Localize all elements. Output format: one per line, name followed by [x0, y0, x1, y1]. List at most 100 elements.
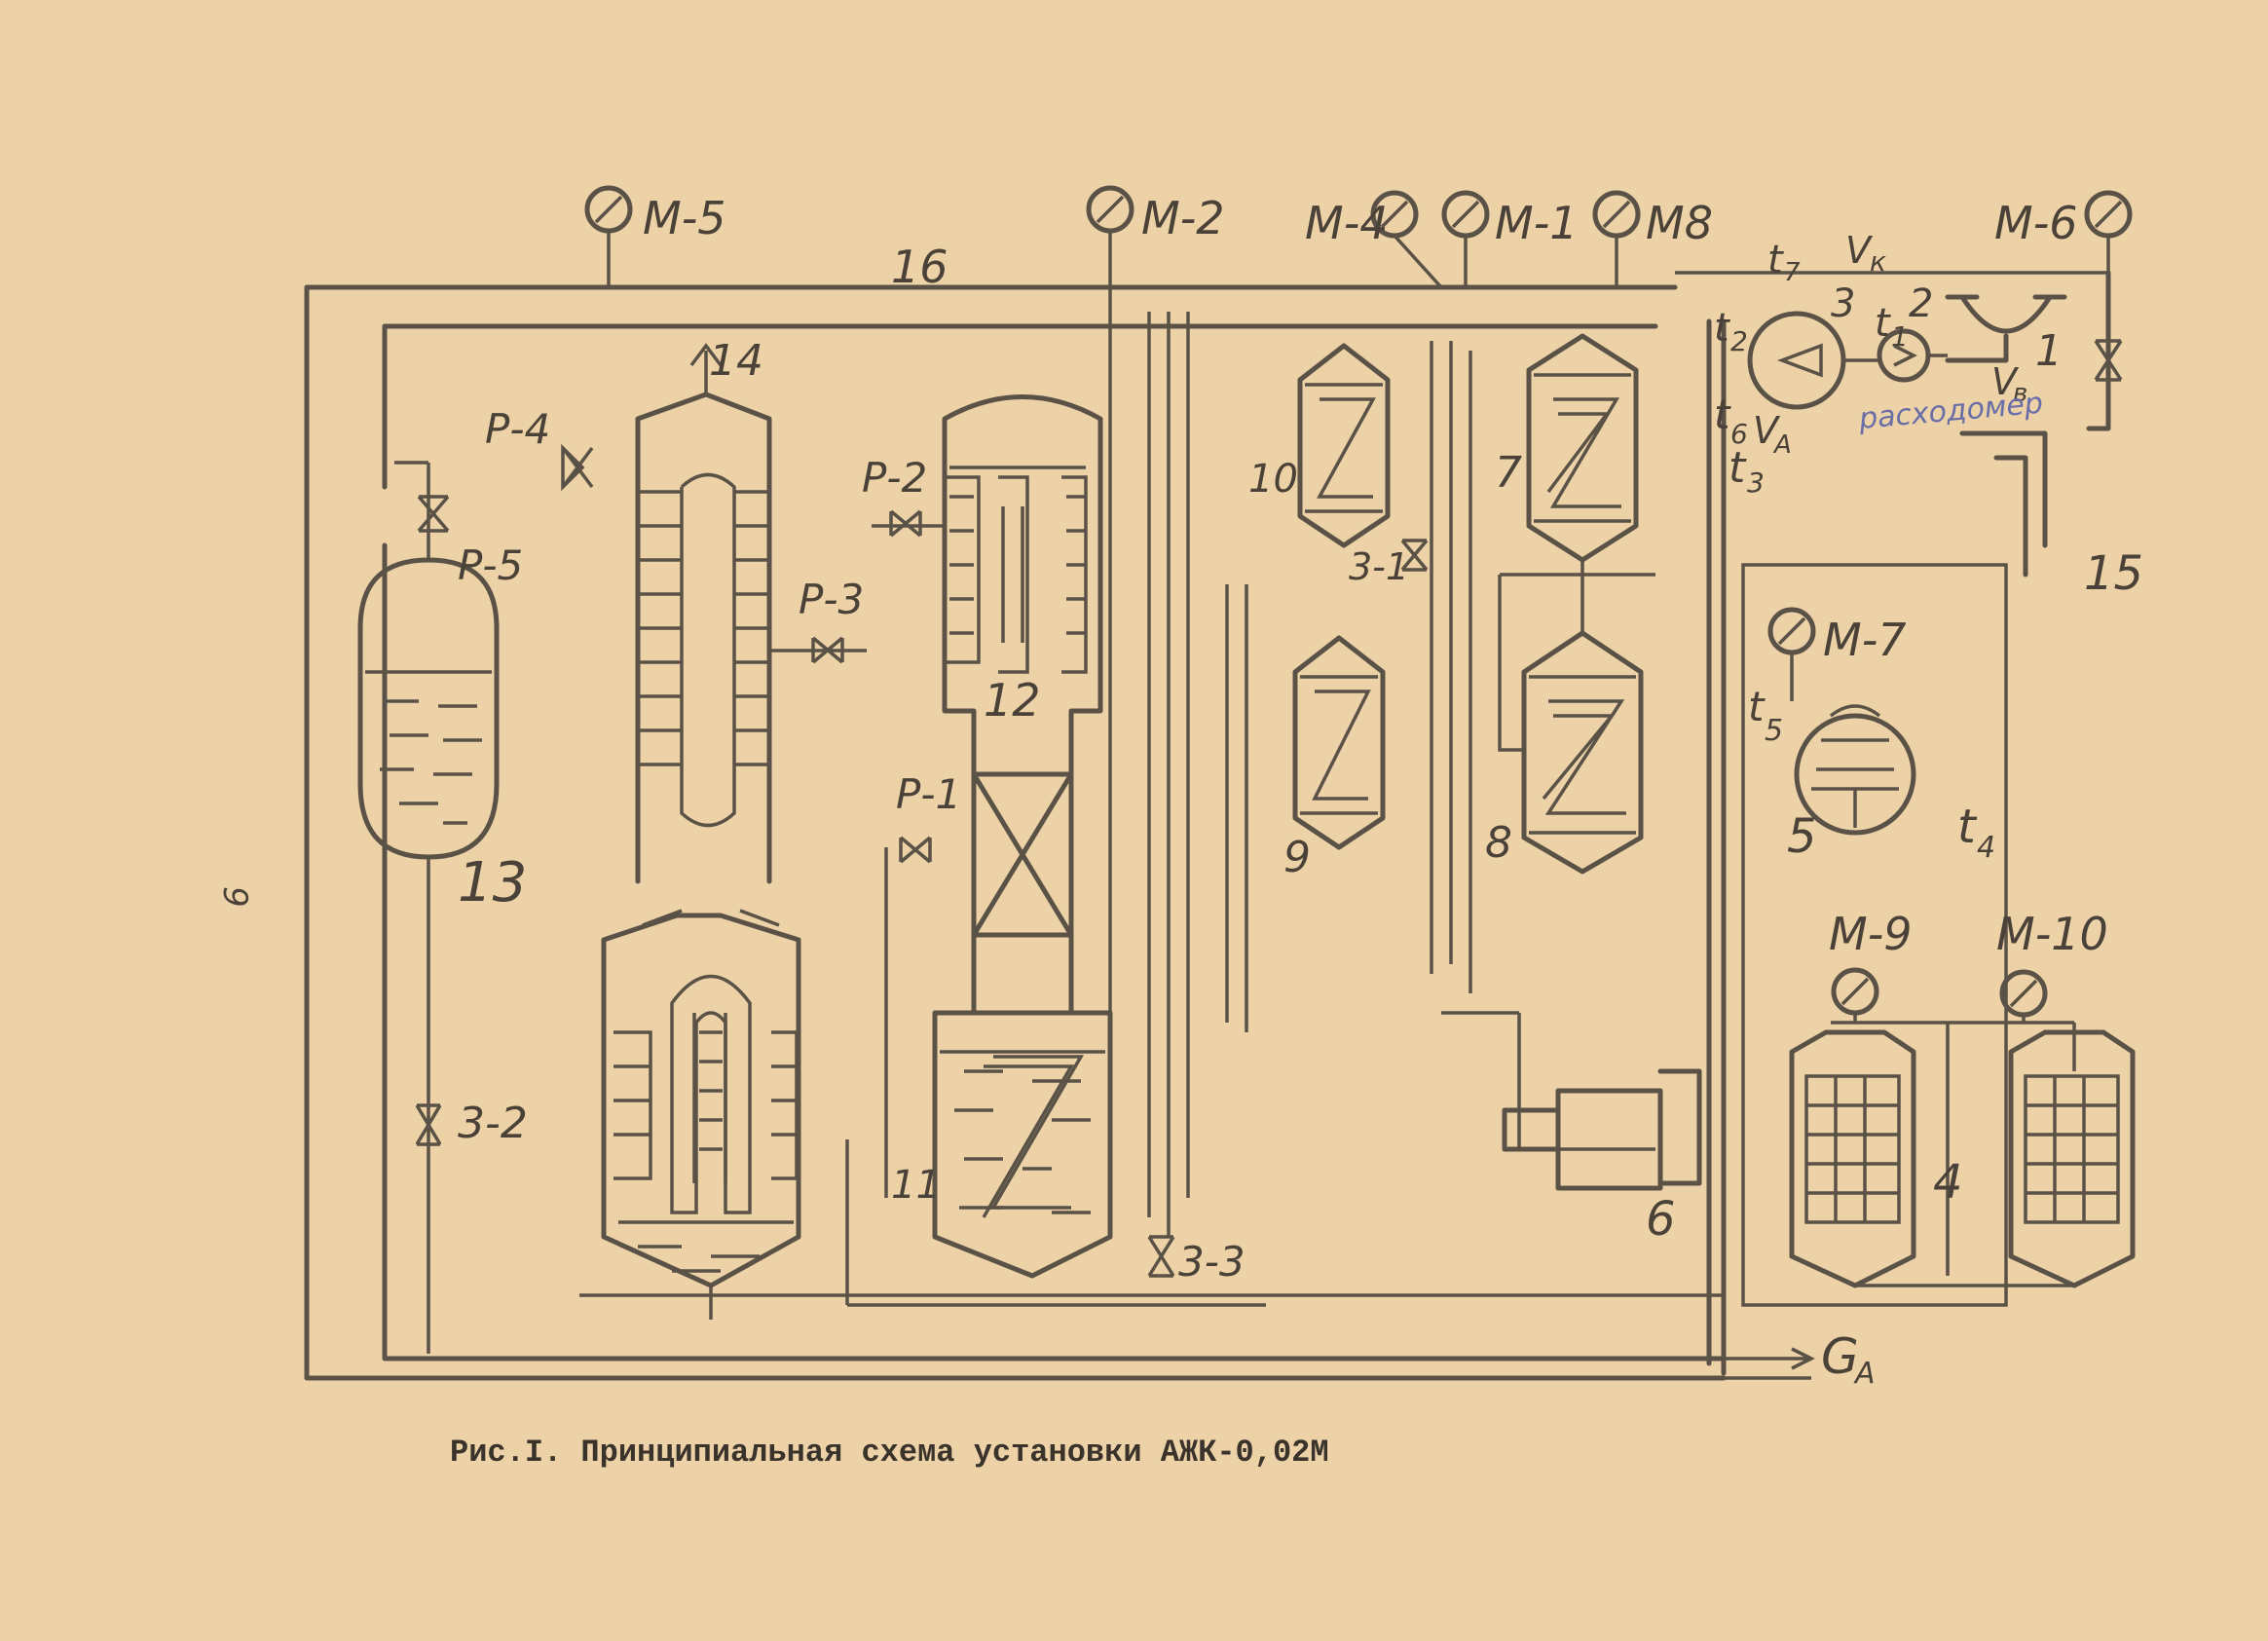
symbol-t2: t 2	[1714, 306, 1748, 357]
pipeline-bottom	[579, 1139, 1724, 1307]
svg-text:А: А	[1853, 1357, 1876, 1391]
pump-2-label: 2	[1909, 281, 1933, 326]
svg-text:t: t	[1729, 443, 1747, 493]
svg-text:V: V	[1991, 360, 2020, 403]
pipeline-to-dryers	[1225, 584, 1248, 1032]
pipeline-verticals-mid	[1147, 312, 1190, 1237]
symbol-t1: t 1	[1875, 301, 1909, 353]
symbol-t5: t 5	[1748, 683, 1783, 748]
svg-text:t: t	[1767, 238, 1784, 282]
pipeline-lower-return	[382, 542, 1727, 1361]
svg-text:в: в	[2013, 379, 2027, 408]
gauge-m5-label: М-5	[643, 192, 726, 244]
gauge-m5: М-5	[584, 185, 726, 287]
pump-2: 2	[1843, 281, 1948, 383]
pipeline-adsorber-header	[1831, 1021, 2076, 1276]
svg-text:7: 7	[1784, 258, 1801, 287]
symbol-t6: t 6	[1714, 391, 1748, 450]
page-number: 9	[215, 886, 254, 908]
svg-text:1: 1	[1891, 320, 1909, 353]
gauge-m2-label: М-2	[1141, 192, 1225, 244]
symbol-vk: V к	[1845, 229, 1886, 278]
gauge-m4: М-4	[1305, 190, 1443, 289]
pencil-note: расходомер	[1857, 387, 2045, 436]
symbol-vb: V в	[1991, 360, 2027, 408]
filter-1: 1	[1945, 294, 2067, 376]
expander-6-label: 6	[1646, 1192, 1676, 1247]
svg-text:V: V	[1753, 409, 1781, 452]
valve-z3-label: 3-3	[1178, 1238, 1246, 1286]
column-12-label: 12	[984, 674, 1041, 727]
valve-p3: Р-3	[769, 576, 867, 664]
svg-text:2: 2	[1730, 325, 1748, 357]
valve-p2-label: Р-2	[862, 454, 927, 502]
column-7: 7	[1495, 333, 1639, 563]
gauge-m10: М-10	[1996, 908, 2108, 1023]
evaporator-lower	[601, 909, 801, 1320]
gauge-m9-label: М-9	[1829, 908, 1913, 960]
svg-text:5: 5	[1765, 714, 1783, 748]
pipeline-purifier-loop	[1741, 563, 2008, 1307]
valve-p2: Р-2	[862, 454, 945, 538]
dryer-9-label: 9	[1283, 833, 1311, 882]
vessel-11-label: 11	[891, 1163, 941, 1208]
gauge-m8-label: М8	[1646, 197, 1713, 249]
svg-text:t: t	[1714, 391, 1731, 438]
gauge-m2: М-2	[1086, 185, 1225, 1062]
valve-z1: 3-1	[1349, 539, 1429, 588]
receiver-13: 13	[357, 461, 527, 1354]
column-8-label: 8	[1485, 818, 1512, 868]
svg-text:t: t	[1748, 683, 1766, 730]
pipeline-upper-return	[382, 323, 1658, 490]
valve-z2: 3-2	[415, 1099, 528, 1148]
gauge-m4-label: М-4	[1305, 197, 1389, 249]
dryer-10: 10	[1248, 343, 1391, 548]
line-15-label: 15	[2084, 546, 2143, 601]
expander-6: 6	[1502, 1068, 1702, 1247]
column-14: 14	[635, 336, 772, 884]
valve-z1-label: 3-1	[1349, 545, 1409, 588]
column-8: 8	[1485, 560, 1655, 875]
valve-p5: Р-5	[417, 495, 523, 589]
adsorber-4: 4	[1789, 1029, 2136, 1288]
compressor-3-label: 3	[1831, 281, 1855, 326]
symbol-t7: t 7	[1767, 238, 1801, 287]
svg-text:V: V	[1845, 229, 1874, 272]
gauge-m9: М-9	[1829, 908, 1913, 1023]
valve-p4: Р-4	[485, 405, 594, 492]
gauge-m6-label: М-6	[1994, 197, 2078, 249]
pipeline-16-loop	[304, 284, 1727, 1381]
valve-m6-line	[2094, 339, 2123, 382]
valve-p3-label: Р-3	[799, 576, 864, 623]
gauge-m8: М8	[1592, 190, 1713, 287]
pipeline-main-riser	[1706, 318, 1727, 1376]
pipeline-line-15	[1959, 270, 2111, 578]
column-14-label: 14	[709, 336, 763, 386]
pipelines	[304, 270, 2111, 1381]
valve-z3: 3-3	[1147, 1235, 1246, 1286]
receiver-13-label: 13	[458, 851, 527, 914]
valve-p1: Р-1	[884, 770, 961, 1198]
line-16-label: 16	[891, 241, 948, 293]
svg-text:4: 4	[1977, 831, 1995, 865]
vessel-11: 11	[891, 1010, 1113, 1279]
symbol-ga: G А	[1724, 1328, 1876, 1391]
svg-text:6: 6	[1730, 418, 1748, 450]
valve-z2-label: 3-2	[458, 1099, 528, 1148]
pipeline-to-column-8	[1430, 341, 1472, 993]
column-12: 12	[942, 394, 1103, 1016]
svg-text:G: G	[1821, 1328, 1859, 1385]
column-7-label: 7	[1495, 448, 1522, 498]
gauge-m1: М-1	[1441, 190, 1579, 287]
filter-1-label: 1	[2035, 326, 2063, 376]
pipeline-to-expander	[1441, 1011, 1655, 1151]
gauge-m1-label: М-1	[1495, 197, 1579, 249]
svg-text:t: t	[1957, 800, 1978, 854]
figure-caption: Рис.I. Принципиальная схема установки АЖ…	[450, 1435, 1329, 1471]
svg-text:А: А	[1772, 430, 1792, 460]
compressor-3: 3	[1747, 281, 1855, 410]
svg-text:к: к	[1870, 245, 1886, 278]
dryer-9: 9	[1283, 635, 1386, 882]
